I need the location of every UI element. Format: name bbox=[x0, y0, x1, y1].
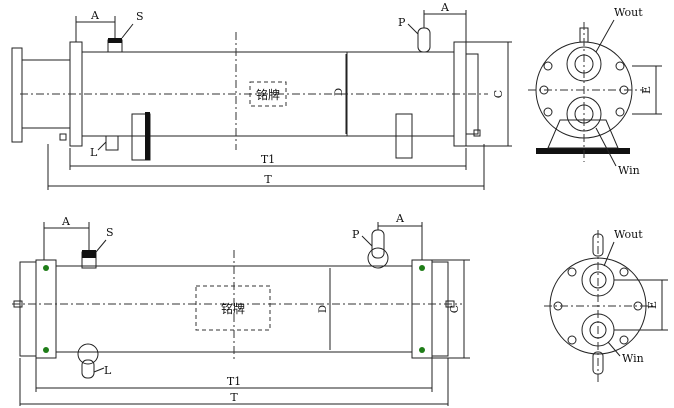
top-nameplate-box bbox=[249, 81, 287, 107]
bottom-end-port-out-bore bbox=[589, 271, 607, 289]
top-left-head bbox=[21, 59, 71, 129]
top-label-d: D bbox=[334, 88, 345, 96]
bottom-end-leader-wout bbox=[603, 241, 615, 267]
top-label-a-left: A bbox=[90, 9, 100, 22]
bottom-side-view: 铭牌 A S A P L D C bbox=[12, 212, 470, 406]
bottom-label-a-left: A bbox=[61, 215, 71, 228]
top-s-nozzle-cap bbox=[108, 38, 122, 43]
top-side-view: 铭牌 A S A P L D C bbox=[11, 1, 512, 190]
top-end-bolt-hole bbox=[543, 61, 553, 71]
top-nameplate-text: 铭牌 bbox=[256, 87, 280, 102]
top-l-nozzle bbox=[105, 135, 119, 151]
bottom-l-nozzle bbox=[81, 359, 95, 379]
bottom-bolt bbox=[43, 265, 49, 271]
bottom-bolt bbox=[419, 265, 425, 271]
bottom-bolt bbox=[419, 347, 425, 353]
bottom-s-nozzle-cap bbox=[82, 250, 96, 258]
top-left-support-edge bbox=[145, 112, 150, 160]
top-end-bolt-hole bbox=[543, 107, 553, 117]
bottom-end-label-wout: Wout bbox=[614, 228, 643, 241]
top-end-view: Wout Win E bbox=[528, 6, 662, 177]
bottom-label-t1: T1 bbox=[227, 375, 241, 388]
bottom-left-cap bbox=[19, 261, 37, 357]
top-label-s: S bbox=[136, 10, 144, 23]
top-label-t: T bbox=[264, 173, 272, 186]
bottom-label-s: S bbox=[106, 226, 114, 239]
bottom-leader-l bbox=[93, 367, 105, 373]
top-label-l: L bbox=[90, 146, 98, 159]
bottom-end-bolt-hole bbox=[567, 267, 577, 277]
bottom-right-cap bbox=[431, 261, 449, 357]
top-end-base bbox=[536, 148, 630, 154]
top-end-bolt-hole bbox=[615, 61, 625, 71]
top-right-cap bbox=[465, 53, 479, 135]
bottom-label-t: T bbox=[230, 391, 238, 404]
top-end-label-win: Win bbox=[618, 164, 640, 177]
bottom-p-nozzle-base bbox=[367, 247, 389, 269]
top-p-nozzle bbox=[417, 27, 431, 53]
bottom-bolt bbox=[43, 347, 49, 353]
bottom-end-label-e: E bbox=[646, 301, 659, 309]
top-leader-l bbox=[97, 141, 107, 151]
bottom-nameplate-text: 铭牌 bbox=[221, 301, 245, 316]
bottom-right-flange bbox=[411, 259, 433, 359]
bottom-label-a-right: A bbox=[395, 212, 405, 225]
bottom-end-bolt-hole bbox=[619, 335, 629, 345]
bottom-p-nozzle bbox=[371, 229, 385, 259]
bottom-l-nozzle-base bbox=[77, 343, 99, 365]
bottom-end-view: Wout Win E bbox=[544, 228, 668, 382]
top-label-p: P bbox=[398, 16, 406, 29]
top-end-bolt-hole bbox=[615, 107, 625, 117]
top-bolt bbox=[59, 133, 67, 141]
top-bolt bbox=[473, 129, 481, 137]
top-label-t1: T1 bbox=[261, 153, 275, 166]
top-leader-p bbox=[407, 23, 419, 35]
top-end-label-e: E bbox=[640, 86, 653, 94]
top-leader-s bbox=[121, 23, 134, 39]
top-label-a-right: A bbox=[440, 1, 450, 14]
top-end-label-wout: Wout bbox=[614, 6, 643, 19]
top-right-support bbox=[395, 113, 413, 159]
top-end-saddle bbox=[547, 119, 619, 149]
top-left-end-plate bbox=[11, 47, 23, 143]
bottom-end-leader-win bbox=[607, 341, 621, 357]
bottom-label-c: C bbox=[448, 305, 461, 313]
bottom-end-bolt-hole bbox=[567, 335, 577, 345]
bottom-leader-p bbox=[361, 235, 373, 247]
bottom-end-label-win: Win bbox=[622, 352, 644, 365]
bottom-end-bolt-hole bbox=[619, 267, 629, 277]
top-label-c: C bbox=[492, 90, 505, 98]
top-end-leader-wout bbox=[595, 19, 615, 53]
bottom-label-d: D bbox=[318, 305, 329, 313]
bottom-label-l: L bbox=[104, 364, 112, 377]
bottom-nameplate-box bbox=[195, 285, 271, 331]
bottom-left-flange bbox=[35, 259, 57, 359]
bottom-label-p: P bbox=[352, 228, 360, 241]
bottom-leader-s bbox=[95, 239, 107, 253]
top-end-leader-win bbox=[595, 127, 617, 167]
